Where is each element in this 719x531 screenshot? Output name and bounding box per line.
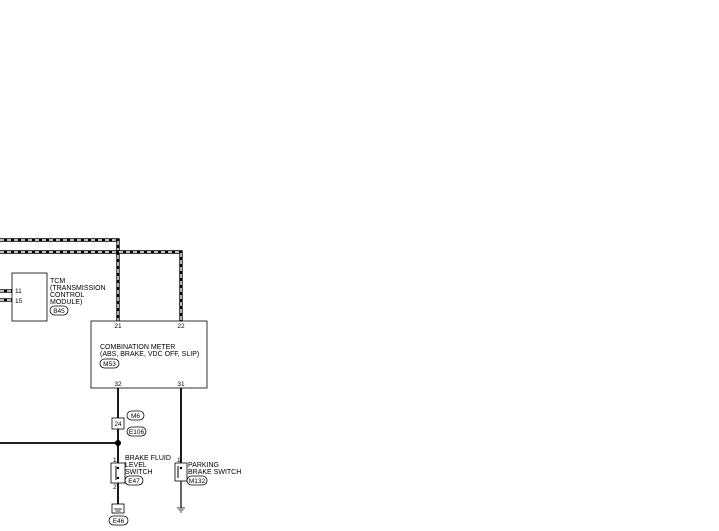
meter-pin-21: 21 — [114, 323, 122, 330]
tcm-pin-15: 15 — [15, 298, 23, 305]
meter-label-line-1: COMBINATION METER — [100, 344, 175, 351]
ground-icon-e46 — [111, 503, 125, 514]
meter-pin-31: 31 — [177, 381, 185, 388]
splice-point — [115, 440, 121, 446]
ground-connector-label: E46 — [113, 518, 125, 525]
fluid-switch-label-line-1: BRAKE FLUID — [125, 455, 171, 462]
meter-connector-label: M53 — [103, 361, 116, 368]
parking-switch-pin-1: 1 — [177, 457, 181, 464]
can-line-to-pin-21 — [0, 238, 120, 321]
joint-connector-badge-top — [126, 410, 145, 421]
joint-pin-24: 24 — [114, 421, 122, 428]
parking-switch-label-line-2: BRAKE SWITCH — [188, 469, 241, 476]
body-ground-icon — [177, 507, 185, 513]
tcm-connector-label: B45 — [53, 308, 65, 315]
tcm-connector-badge — [49, 305, 69, 316]
tcm-label-line-2: (TRANSMISSION — [50, 285, 106, 292]
fluid-switch-connector-label: E47 — [128, 478, 140, 485]
fluid-switch-label-line-2: LEVEL — [125, 462, 147, 469]
joint-connector-badge-bottom — [126, 426, 147, 437]
parking-brake-switch-icon — [174, 462, 188, 482]
fluid-switch-pin-2: 2 — [113, 484, 117, 491]
joint-connector-top-label: M6 — [131, 413, 140, 420]
parking-switch-connector-badge — [186, 475, 208, 486]
ground-connector-badge — [108, 515, 129, 526]
meter-pin-22: 22 — [177, 323, 185, 330]
tcm-label-line-4: MODULE) — [50, 299, 82, 306]
meter-pin-32: 32 — [114, 381, 122, 388]
parking-switch-connector-label: M132 — [189, 478, 206, 485]
meter-connector-badge — [99, 358, 120, 369]
brake-fluid-switch-icon — [110, 462, 126, 484]
fluid-switch-pin-1: 1 — [113, 457, 117, 464]
tcm-label-line-3: CONTROL — [50, 292, 84, 299]
tcm-label-line-1: TCM — [50, 278, 65, 285]
meter-label-line-2: (ABS, BRAKE, VDC OFF, SLIP) — [100, 351, 199, 358]
can-line-to-pin-22 — [0, 250, 183, 321]
tcm-pin-11: 11 — [15, 288, 22, 295]
fluid-switch-connector-badge — [124, 475, 144, 486]
fluid-switch-label-line-3: SWITCH — [125, 469, 153, 476]
tcm-box — [11, 272, 48, 322]
parking-switch-label-line-1: PARKING — [188, 462, 219, 469]
joint-connector-box — [111, 417, 125, 430]
combination-meter-box — [90, 320, 208, 389]
joint-connector-bottom-label: E106 — [129, 429, 145, 436]
